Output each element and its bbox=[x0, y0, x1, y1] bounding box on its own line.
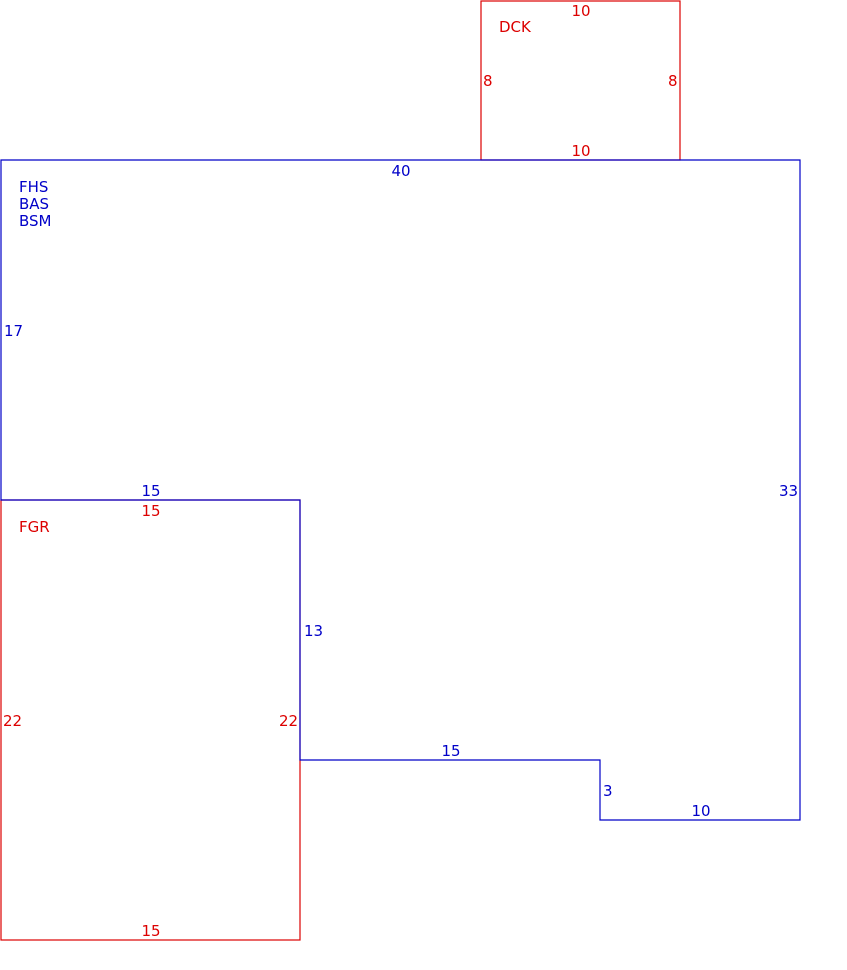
main-code-label-3: BSM bbox=[19, 212, 52, 230]
main-garage-side-dimension: 13 bbox=[304, 622, 323, 640]
deck-bottom-dimension: 10 bbox=[571, 142, 590, 160]
garage-bottom-dimension: 15 bbox=[141, 922, 160, 940]
main-right-dimension: 33 bbox=[779, 482, 798, 500]
garage-left-dimension: 22 bbox=[3, 712, 22, 730]
garage-top-dimension: 15 bbox=[141, 502, 160, 520]
main-outline bbox=[0, 159, 801, 821]
main-top-dimension: 40 bbox=[391, 162, 410, 180]
main-code-label-2: BAS bbox=[19, 195, 49, 213]
main-top-of-garage-dimension: 15 bbox=[141, 482, 160, 500]
main-lower-step-dimension: 15 bbox=[441, 742, 460, 760]
main-left-dimension: 17 bbox=[4, 322, 23, 340]
main-bottom-right-dimension: 10 bbox=[691, 802, 710, 820]
deck-top-dimension: 10 bbox=[571, 2, 590, 20]
garage-area: FGR 15 22 22 15 bbox=[0, 499, 301, 941]
main-living-area: FHS BAS BSM 40 17 33 15 13 15 3 10 bbox=[0, 159, 801, 821]
main-step-rise-dimension: 3 bbox=[603, 782, 613, 800]
main-code-label-1: FHS bbox=[19, 178, 48, 196]
deck-code-label: DCK bbox=[499, 18, 532, 36]
garage-right-dimension: 22 bbox=[279, 712, 298, 730]
deck-right-dimension: 8 bbox=[668, 72, 678, 90]
garage-code-label: FGR bbox=[19, 518, 50, 536]
garage-outline bbox=[0, 499, 301, 941]
deck-left-dimension: 8 bbox=[483, 72, 493, 90]
deck-area: DCK 10 10 8 8 bbox=[480, 0, 681, 161]
